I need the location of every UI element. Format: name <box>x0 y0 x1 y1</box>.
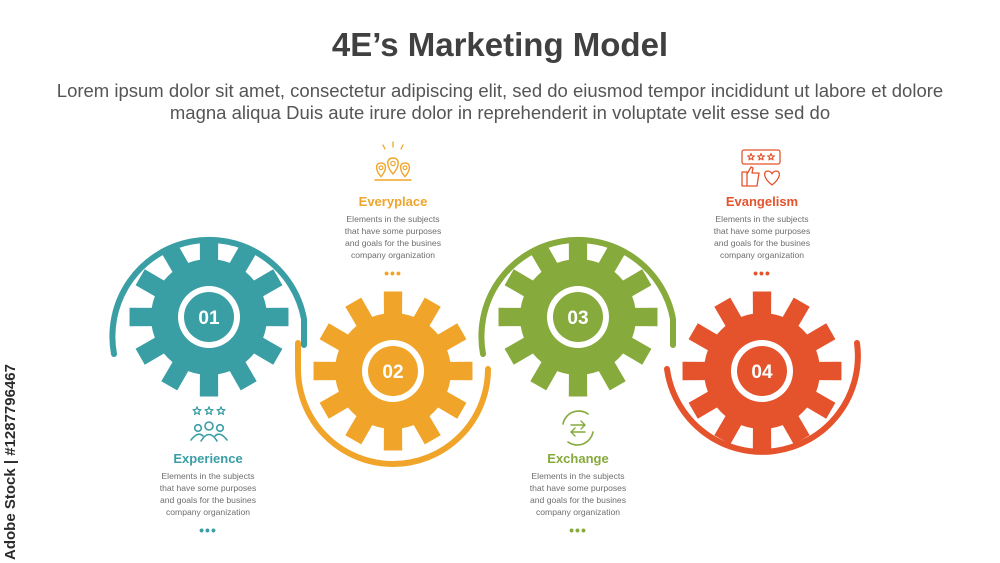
step-1-dots: ••• <box>199 522 217 538</box>
team-stars-icon <box>190 406 228 442</box>
step-2-dots: ••• <box>384 265 402 281</box>
step-4-gear-group: 04 <box>664 291 861 455</box>
step-3-gear-group: 03 <box>478 236 676 397</box>
rating-like-icon <box>741 149 781 187</box>
step-2-arc <box>295 340 491 467</box>
step-3-dots: ••• <box>569 522 587 538</box>
exchange-arrows-icon <box>562 410 594 446</box>
map-pins-icon <box>374 141 412 181</box>
step-1-label: Experience <box>173 451 243 466</box>
step-3-arc <box>478 236 676 357</box>
step-4-number: 04 <box>751 362 773 383</box>
step-3-label: Exchange <box>547 451 609 466</box>
step-2-label: Everyplace <box>358 194 428 209</box>
step-3-gear-center <box>553 292 603 342</box>
step-4-label: Evangelism <box>725 194 799 209</box>
stock-watermark: Adobe Stock | #1287796467 <box>2 364 19 560</box>
step-2-gear-center <box>368 346 418 396</box>
page-subtitle: Lorem ipsum dolor sit amet, consectetur … <box>56 80 944 123</box>
step-1-gear-center <box>184 292 234 342</box>
page-title: 4E’s Marketing Model <box>331 26 669 63</box>
step-1-number: 01 <box>198 308 220 329</box>
step-3-number: 03 <box>567 308 588 329</box>
step-4-arc <box>664 340 861 455</box>
step-1-arc <box>109 236 307 357</box>
step-4-gear-center <box>737 346 787 396</box>
step-4-dots: ••• <box>753 265 771 281</box>
step-2-gear-group: 02 <box>295 291 491 467</box>
step-1-gear-group: 01 <box>109 236 307 397</box>
step-2-number: 02 <box>382 362 403 383</box>
